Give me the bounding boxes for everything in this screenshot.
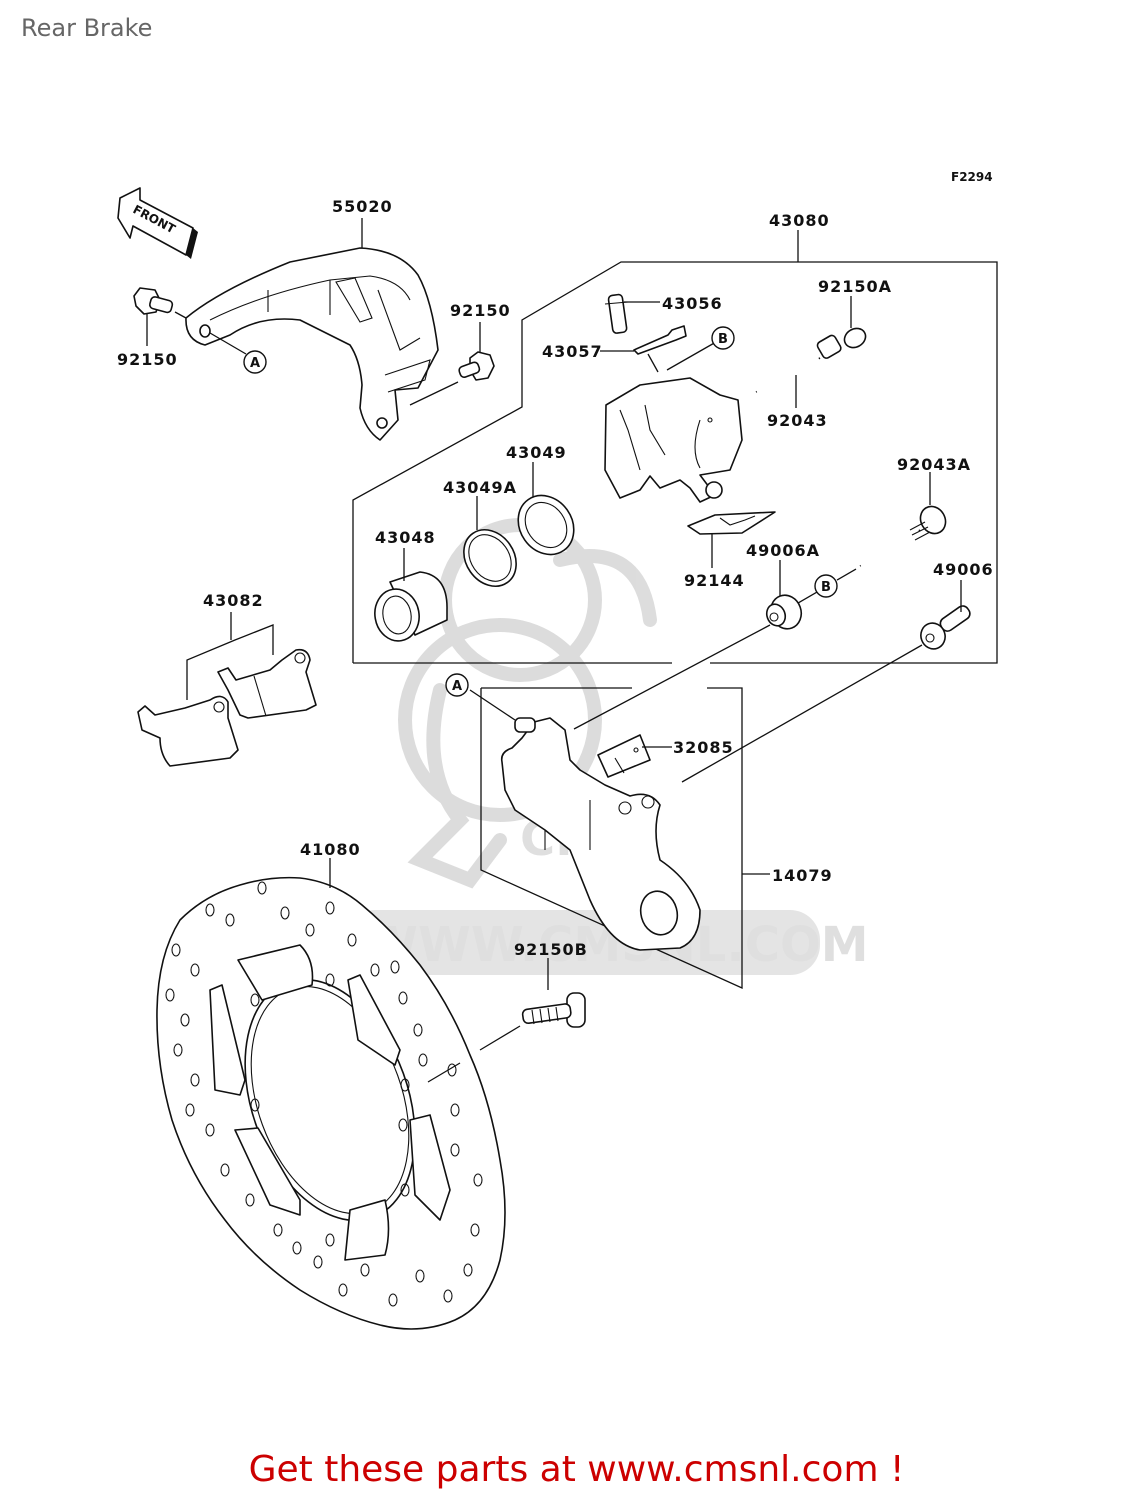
diagram-code: F2294 — [951, 170, 993, 184]
caliper-assembly-frame — [352, 261, 998, 664]
part-43048-piston[interactable] — [371, 571, 448, 644]
part-55020-bracket[interactable] — [185, 247, 439, 441]
part-number-43048[interactable]: 43048 — [375, 528, 436, 547]
part-number-32085[interactable]: 32085 — [673, 738, 734, 757]
callout-a-holder: A — [445, 673, 469, 697]
part-number-43056[interactable]: 43056 — [662, 294, 723, 313]
svg-text:B: B — [718, 332, 728, 347]
part-number-49006A[interactable]: 49006A — [746, 541, 820, 560]
part-number-92150-right[interactable]: 92150 — [450, 301, 511, 320]
part-number-92150-left[interactable]: 92150 — [117, 350, 178, 369]
part-92150-bolt-left[interactable] — [133, 287, 174, 315]
part-number-49006[interactable]: 49006 — [933, 560, 994, 579]
part-number-14079[interactable]: 14079 — [772, 866, 833, 885]
part-92150-bolt-right[interactable] — [458, 351, 495, 381]
part-49006-boot[interactable] — [917, 604, 972, 653]
part-92150B-disc-bolt[interactable] — [521, 992, 586, 1028]
part-number-92043[interactable]: 92043 — [767, 411, 828, 430]
part-number-92150B[interactable]: 92150B — [514, 940, 588, 959]
callout-b-pin: B — [814, 574, 838, 598]
part-number-92150A[interactable]: 92150A — [818, 277, 892, 296]
part-number-43049[interactable]: 43049 — [506, 443, 567, 462]
page-title: Rear Brake — [21, 14, 153, 42]
part-number-43057[interactable]: 43057 — [542, 342, 603, 361]
leader-callout-a2 — [469, 689, 516, 721]
leader-callout-a1 — [209, 332, 247, 355]
part-32085-pad-spring[interactable] — [597, 734, 651, 778]
part-92043A-pin[interactable] — [859, 502, 950, 569]
part-number-43049A[interactable]: 43049A — [443, 478, 517, 497]
part-number-92043A[interactable]: 92043A — [897, 455, 971, 474]
part-number-43080[interactable]: 43080 — [769, 211, 830, 230]
leader-bolt-right-axis — [409, 381, 459, 406]
part-41080-brake-disc[interactable] — [156, 876, 506, 1330]
part-43057-cap[interactable] — [633, 325, 687, 355]
callout-b-caliper: B — [711, 326, 735, 350]
svg-text:A: A — [452, 679, 462, 694]
pin-axis-line-2 — [681, 644, 923, 783]
part-number-41080[interactable]: 41080 — [300, 840, 361, 859]
part-43049A-seal[interactable] — [453, 520, 527, 597]
caliper-holder-frame — [480, 687, 743, 990]
part-caliper-body[interactable] — [604, 377, 743, 503]
part-14079-caliper-holder[interactable] — [500, 717, 701, 951]
part-92150A-plug[interactable] — [841, 325, 869, 352]
part-43049-seal[interactable] — [507, 485, 585, 566]
part-43082-brake-pads[interactable] — [137, 648, 317, 767]
front-direction-arrow: FRONT — [117, 187, 198, 259]
leader-callout-b1 — [666, 341, 717, 371]
part-number-55020[interactable]: 55020 — [332, 197, 393, 216]
shop-link-text: Get these parts at www.cmsnl.com ! — [248, 1449, 905, 1490]
svg-text:B: B — [821, 580, 831, 595]
shop-link[interactable]: Get these parts at www.cmsnl.com ! — [0, 1449, 1145, 1490]
part-49006A-boot[interactable] — [764, 591, 806, 633]
leader-bolt-left — [174, 311, 187, 319]
part-92043-pin[interactable] — [755, 334, 842, 394]
pin-axis-line-1 — [573, 624, 771, 730]
leader-43082 — [186, 624, 274, 700]
part-43056-bleed-valve[interactable] — [604, 293, 629, 334]
part-92144-spring[interactable] — [687, 511, 776, 535]
leader-disc-bolt-axis — [479, 1025, 521, 1051]
part-number-92144[interactable]: 92144 — [684, 571, 745, 590]
svg-text:A: A — [250, 356, 260, 371]
disc-vent-holes — [165, 881, 483, 1307]
callout-a-bracket: A — [243, 350, 267, 374]
part-number-43082[interactable]: 43082 — [203, 591, 264, 610]
